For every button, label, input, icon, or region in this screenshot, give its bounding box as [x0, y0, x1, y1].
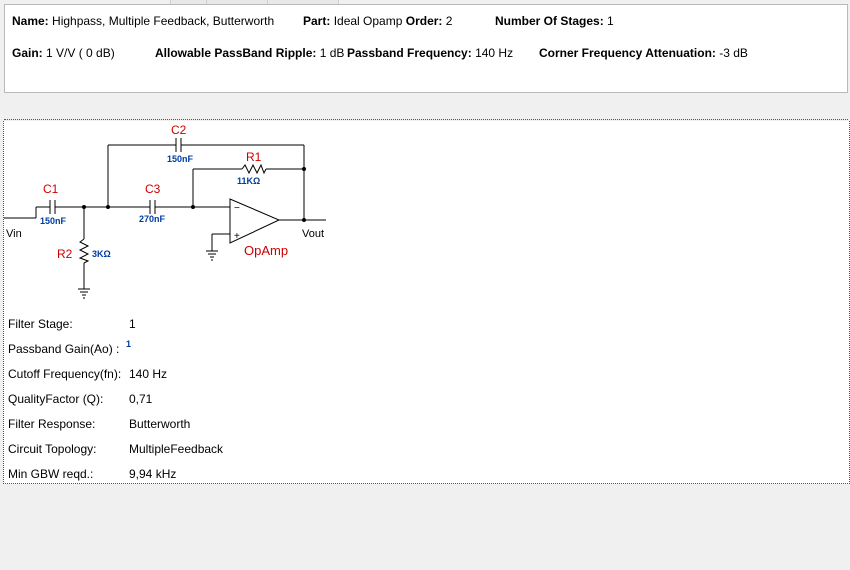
- gain-label: Gain:: [12, 46, 43, 60]
- stages-value: 1: [607, 14, 614, 28]
- param-label-cutoff-frequency: Cutoff Frequency(fn):: [8, 367, 122, 381]
- order-value: 2: [445, 14, 453, 28]
- r2-label: R2: [57, 247, 73, 261]
- part-field: Part: Ideal Opamp Order: 2: [303, 14, 452, 28]
- corner-value: -3 dB: [719, 46, 748, 60]
- param-value-circuit-topology: MultipleFeedback: [129, 442, 224, 456]
- r1-value: 11KΩ: [237, 176, 260, 186]
- ripple-label: Allowable PassBand Ripple:: [155, 46, 317, 60]
- param-value-cutoff-frequency: 140 Hz: [129, 367, 168, 381]
- param-value-passband-gain: 1: [126, 339, 132, 349]
- param-label-circuit-topology: Circuit Topology:: [8, 442, 97, 456]
- param-label-filter-stage: Filter Stage:: [8, 317, 73, 331]
- c3-value: 270nF: [139, 214, 166, 224]
- name-label: Name:: [12, 14, 49, 28]
- part-value: Ideal Opamp: [333, 14, 403, 28]
- vin-label: Vin: [6, 228, 22, 240]
- vout-label: Vout: [302, 228, 324, 240]
- name-value: Highpass, Multiple Feedback, Butterworth: [52, 14, 275, 28]
- order-label: Order:: [405, 14, 443, 28]
- param-label-quality-factor: QualityFactor (Q):: [8, 392, 104, 406]
- ripple-field: Allowable PassBand Ripple: 1 dB: [155, 46, 344, 60]
- param-value-filter-response: Butterworth: [129, 417, 191, 431]
- passband-field: Passband Frequency: 140 Hz: [347, 46, 513, 60]
- name-field: Name: Highpass, Multiple Feedback, Butte…: [12, 14, 274, 28]
- c2-label: C2: [171, 123, 187, 137]
- resistor-r1-symbol: [241, 163, 267, 175]
- opamp-symbol: [229, 198, 281, 244]
- capacitor-c2-symbol: [175, 138, 182, 152]
- r2-value: 3KΩ: [92, 249, 111, 259]
- c2-value: 150nF: [167, 154, 194, 164]
- c1-value: 150nF: [40, 216, 67, 226]
- gain-field: Gain: 1 V/V ( 0 dB): [12, 46, 115, 60]
- stages-field: Number Of Stages: 1: [495, 14, 614, 28]
- circuit-schematic: − + C2 150nF R1 11KΩ C1 150nF: [4, 123, 326, 299]
- c3-label: C3: [145, 182, 161, 196]
- corner-field: Corner Frequency Attenuation: -3 dB: [539, 46, 748, 60]
- c1-label: C1: [43, 182, 59, 196]
- filter-summary-panel: Name: Highpass, Multiple Feedback, Butte…: [4, 4, 848, 93]
- param-label-filter-response: Filter Response:: [8, 417, 96, 431]
- ground-icon: [78, 288, 90, 299]
- gain-value: 1 V/V ( 0 dB): [46, 46, 115, 60]
- passband-label: Passband Frequency:: [347, 46, 472, 60]
- param-label-min-gbw: Min GBW reqd.:: [8, 467, 94, 481]
- param-value-filter-stage: 1: [129, 317, 136, 331]
- ripple-value: 1 dB: [319, 46, 345, 60]
- resistor-r2-symbol: [78, 238, 90, 264]
- junction-dots: [82, 167, 306, 222]
- corner-label: Corner Frequency Attenuation:: [539, 46, 716, 60]
- param-value-quality-factor: 0,71: [129, 392, 153, 406]
- ground-icon: [206, 250, 218, 261]
- opamp-plus-sign: +: [234, 231, 240, 242]
- passband-value: 140 Hz: [475, 46, 514, 60]
- r1-label: R1: [246, 150, 262, 164]
- capacitor-c1-symbol: [49, 200, 56, 214]
- part-label: Part:: [303, 14, 331, 28]
- stages-label: Number Of Stages:: [495, 14, 604, 28]
- param-value-min-gbw: 9,94 kHz: [129, 467, 177, 481]
- param-label-passband-gain: Passband Gain(Ao) :: [8, 342, 120, 356]
- dotted-separator: [4, 119, 848, 120]
- stage-detail-panel: − + C2 150nF R1 11KΩ C1 150nF: [3, 121, 850, 484]
- opamp-label: OpAmp: [244, 243, 288, 258]
- opamp-minus-sign: −: [234, 203, 240, 214]
- capacitor-c3-symbol: [149, 200, 156, 214]
